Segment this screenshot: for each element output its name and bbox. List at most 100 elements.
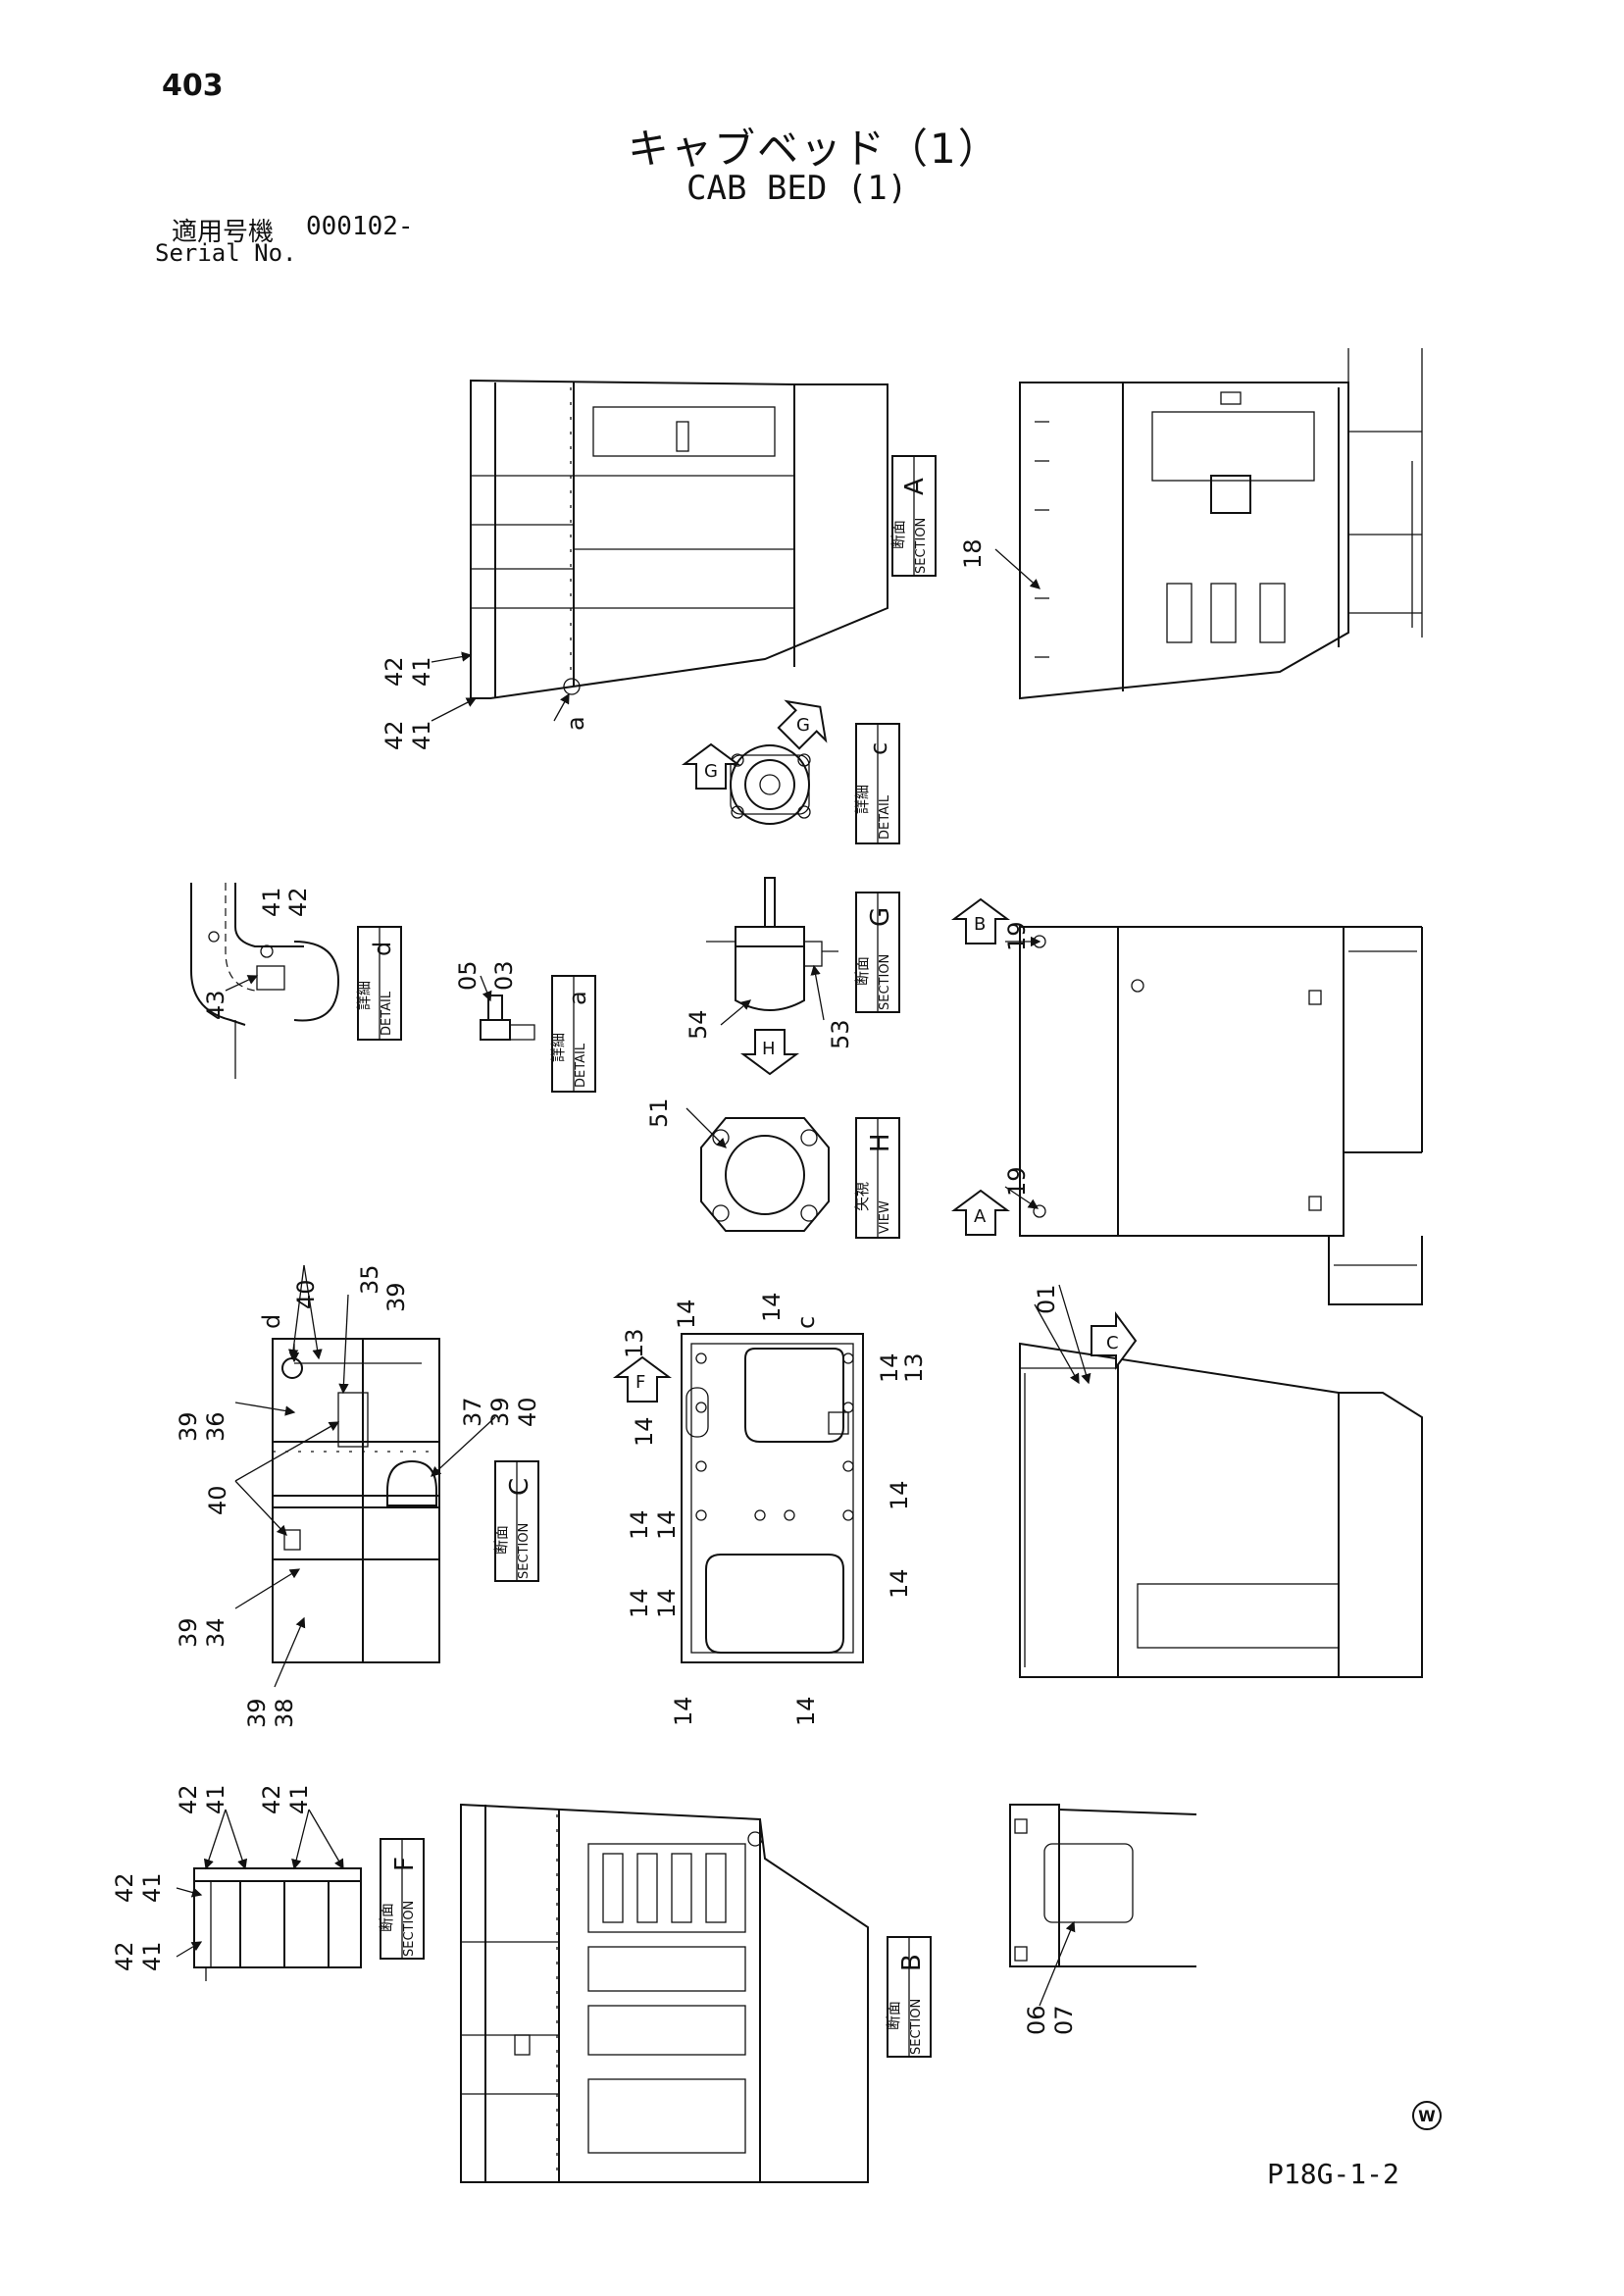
svg-text:41: 41	[258, 887, 285, 917]
section-f-view	[193, 1867, 362, 1981]
maker-mark-icon: W	[1412, 2101, 1442, 2130]
svg-text:42: 42	[284, 887, 312, 917]
svg-text:41: 41	[138, 1872, 166, 1903]
svg-text:14: 14	[876, 1352, 903, 1383]
svg-text:43: 43	[202, 990, 229, 1020]
svg-text:SECTION: SECTION	[909, 1999, 924, 2055]
svg-text:51: 51	[645, 1097, 673, 1128]
svg-text:DETAIL: DETAIL	[878, 794, 892, 840]
svg-text:矢視: 矢視	[853, 1182, 871, 1211]
section-a-view	[470, 379, 888, 699]
svg-text:断面: 断面	[853, 956, 871, 986]
detail-c-view	[730, 744, 811, 825]
svg-text:41: 41	[285, 1784, 313, 1814]
svg-text:54: 54	[685, 1009, 712, 1040]
svg-text:14: 14	[758, 1292, 786, 1322]
page-number: 403	[162, 69, 224, 103]
svg-text:40: 40	[204, 1485, 231, 1515]
svg-text:C: C	[1106, 1333, 1119, 1353]
svg-text:39: 39	[486, 1397, 514, 1427]
svg-text:39: 39	[243, 1698, 271, 1728]
svg-text:F: F	[390, 1857, 420, 1871]
view-h-label-box: 矢視 VIEW H	[853, 1117, 900, 1239]
section-c-label-box: 断面 SECTION C	[492, 1460, 539, 1582]
svg-text:19: 19	[1003, 921, 1031, 951]
svg-text:19: 19	[1003, 1166, 1031, 1197]
svg-text:13: 13	[900, 1352, 928, 1383]
svg-text:39: 39	[382, 1282, 410, 1312]
svg-text:41: 41	[408, 656, 435, 687]
svg-text:53: 53	[827, 1019, 854, 1049]
svg-text:14: 14	[673, 1299, 700, 1329]
section-g-label-box: 断面 SECTION G	[853, 892, 900, 1013]
page-title-en: CAB BED (1)	[686, 169, 908, 208]
svg-text:a: a	[564, 991, 591, 1005]
svg-text:A: A	[974, 1206, 987, 1227]
view-arrow-g1: G	[681, 742, 741, 790]
svg-text:41: 41	[138, 1941, 166, 1971]
svg-text:18: 18	[959, 538, 987, 569]
svg-text:41: 41	[408, 720, 435, 750]
svg-text:05: 05	[454, 960, 482, 991]
svg-text:14: 14	[653, 1509, 681, 1540]
svg-text:13: 13	[621, 1328, 648, 1358]
view-arrow-b1: B	[950, 897, 1011, 944]
svg-text:VIEW: VIEW	[878, 1200, 892, 1234]
svg-text:41: 41	[202, 1784, 229, 1814]
svg-text:詳細: 詳細	[853, 785, 871, 814]
svg-text:40: 40	[292, 1279, 320, 1309]
view-h-view	[700, 1117, 830, 1232]
svg-text:断面: 断面	[378, 1903, 395, 1932]
svg-text:06: 06	[1023, 2005, 1050, 2035]
view-arrow-c1: C	[1091, 1310, 1138, 1371]
svg-text:37: 37	[459, 1397, 486, 1427]
svg-text:42: 42	[111, 1941, 138, 1971]
svg-text:DETAIL: DETAIL	[380, 991, 394, 1036]
view-arrow-h1: H	[739, 1029, 800, 1076]
serial-label-en: Serial No.	[155, 239, 297, 267]
detail-a-label-box: 詳細 DETAIL a	[549, 975, 596, 1093]
svg-text:F: F	[635, 1372, 645, 1393]
svg-text:38: 38	[271, 1698, 298, 1728]
svg-text:14: 14	[886, 1480, 913, 1510]
section-a-label-box: 断面 SECTION A	[889, 455, 937, 577]
svg-text:A: A	[900, 478, 930, 495]
svg-text:SECTION: SECTION	[517, 1523, 532, 1579]
svg-text:01: 01	[1033, 1284, 1060, 1314]
svg-text:G: G	[796, 715, 810, 736]
view-arrow-f1: F	[612, 1355, 673, 1403]
svg-text:42: 42	[381, 720, 408, 750]
svg-text:SECTION: SECTION	[878, 954, 892, 1010]
section-f-label-box: 断面 SECTION F	[378, 1838, 425, 1960]
svg-text:H: H	[866, 1133, 895, 1152]
svg-text:35: 35	[356, 1264, 383, 1295]
side-view-lower	[1019, 1342, 1423, 1678]
svg-text:詳細: 詳細	[549, 1033, 567, 1062]
svg-text:SECTION: SECTION	[914, 518, 929, 574]
svg-text:断面: 断面	[492, 1525, 510, 1555]
svg-text:C: C	[505, 1478, 534, 1496]
detail-d-view	[190, 883, 340, 1079]
svg-text:14: 14	[653, 1588, 681, 1618]
svg-text:G: G	[704, 761, 718, 782]
svg-text:14: 14	[886, 1568, 913, 1599]
svg-text:詳細: 詳細	[355, 981, 373, 1010]
view-arrow-g2: G	[777, 699, 828, 750]
svg-text:42: 42	[258, 1784, 285, 1814]
svg-text:DETAIL: DETAIL	[574, 1043, 588, 1088]
section-b-label-box: 断面 SECTION B	[885, 1936, 932, 2058]
svg-text:42: 42	[111, 1872, 138, 1903]
svg-text:36: 36	[202, 1411, 229, 1442]
svg-text:B: B	[897, 1954, 927, 1971]
svg-text:B: B	[974, 914, 986, 935]
front-view	[1019, 926, 1423, 1305]
svg-text:14: 14	[792, 1696, 820, 1726]
rear-bottom-view	[1009, 1804, 1197, 1967]
svg-text:SECTION: SECTION	[402, 1901, 417, 1957]
svg-text:14: 14	[670, 1696, 697, 1726]
section-b-view	[460, 1803, 869, 2183]
svg-text:a: a	[562, 716, 589, 731]
serial-label-jp: 適用号機	[172, 218, 275, 247]
part-callouts: 42 41 42 41 a 18 43 41 42 05 03 54 53 19…	[111, 538, 1078, 2035]
